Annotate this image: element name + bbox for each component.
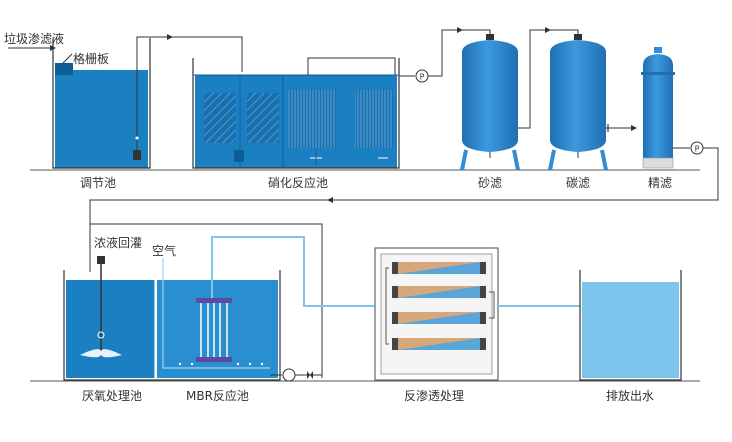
carbon-filter-vessel	[548, 34, 608, 171]
label-equalization-tank: 调节池	[80, 176, 117, 190]
label-fine-filter: 精滤	[648, 176, 673, 190]
ro-membrane-3	[392, 312, 486, 324]
pump-1-symbol: P	[420, 73, 425, 82]
pipe-eq-to-nitri	[136, 36, 243, 72]
fine-filter-vessel	[641, 47, 675, 169]
ro-membrane-2	[392, 286, 486, 298]
mbr-pump	[270, 368, 322, 382]
label-bar-screen: 格栅板	[73, 52, 110, 66]
combined-tank-walls	[63, 270, 281, 381]
label-nitrification-tank: 硝化反应池	[268, 176, 329, 190]
label-reverse-osmosis: 反渗透处理	[404, 389, 465, 403]
discharge-tank	[579, 270, 682, 381]
pump-1: P	[399, 69, 429, 83]
pipe-sand-to-carbon	[524, 29, 579, 129]
label-mbr-tank: MBR反应池	[186, 389, 249, 403]
pump-2-symbol: P	[695, 145, 700, 154]
ro-membrane-1	[392, 262, 486, 274]
anaerobic-tank	[66, 256, 156, 378]
reverse-osmosis-skid	[374, 247, 499, 381]
equalization-tank	[52, 38, 151, 169]
label-sand-filter: 砂滤	[478, 176, 503, 190]
label-carbon-filter: 碳滤	[566, 176, 591, 190]
mbr-tank	[157, 258, 278, 378]
label-concentrate-return: 浓液回灌	[94, 236, 143, 250]
nitrification-tank	[192, 57, 400, 169]
sand-filter-vessel	[460, 34, 524, 171]
pipe-concentrate-return	[89, 223, 323, 378]
bar-screen	[55, 63, 73, 75]
label-leachate-inlet: 垃圾渗滤液	[4, 32, 65, 46]
label-air: 空气	[152, 244, 177, 258]
label-discharge: 排放出水	[606, 389, 655, 403]
pump-2: P	[673, 141, 704, 155]
ro-membrane-4	[392, 338, 486, 350]
pipe-to-sand-filter	[428, 29, 491, 77]
pipe-mbr-to-ro	[211, 236, 380, 307]
label-anaerobic-tank: 厌氧处理池	[82, 389, 143, 403]
